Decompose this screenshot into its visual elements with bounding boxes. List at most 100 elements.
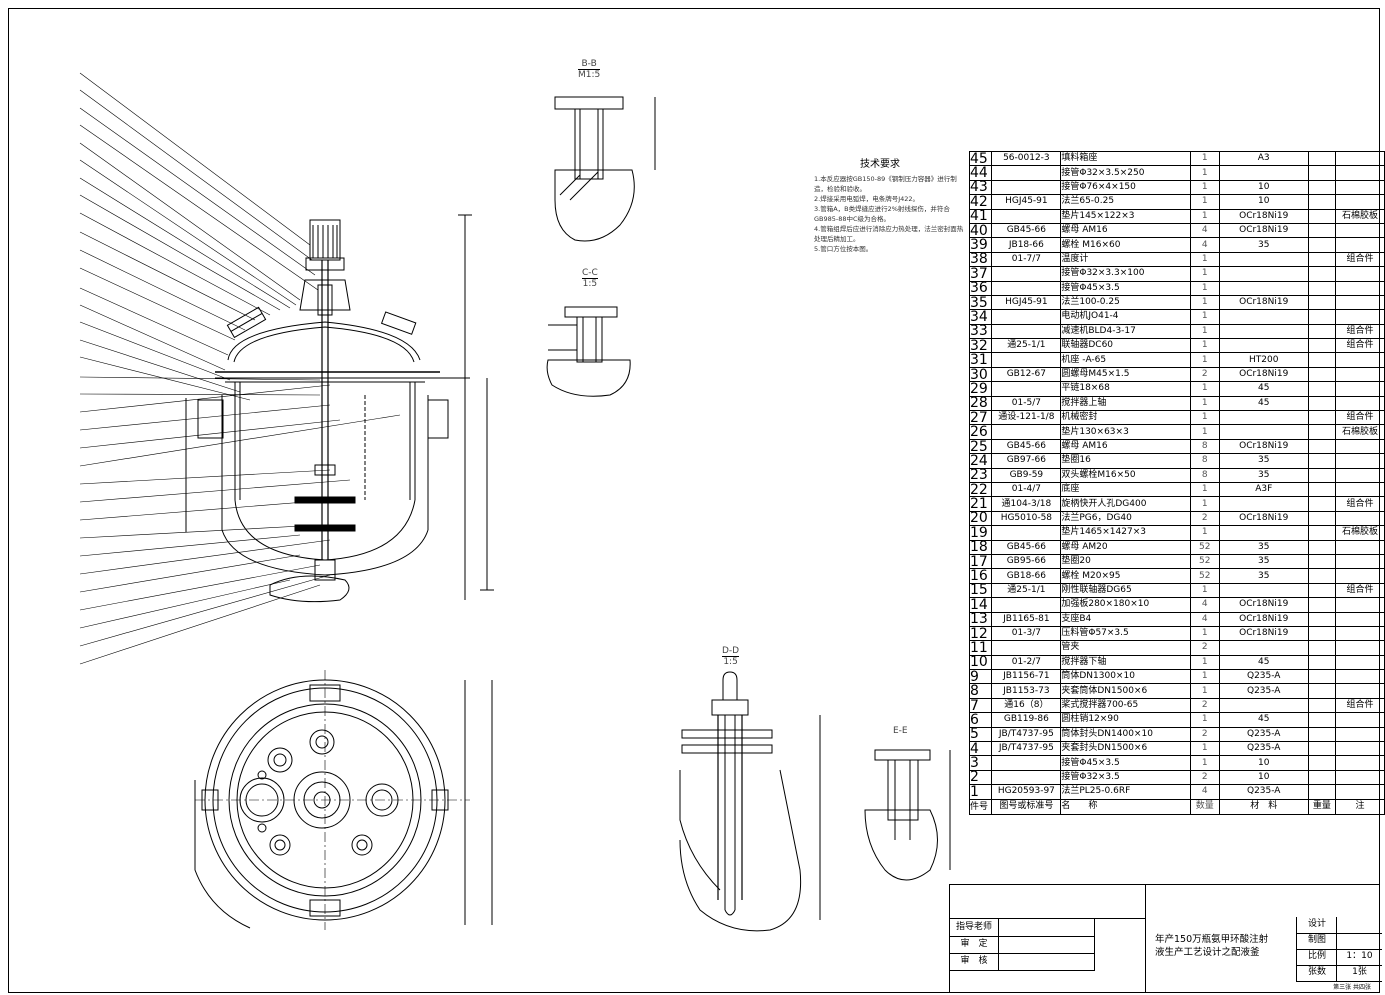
tech-item: 4.管箱组焊后应进行消除应力热处理，法兰密封面热处理后精加工。 bbox=[814, 225, 964, 243]
bom-cell-name: 垫圈20 bbox=[1060, 553, 1191, 570]
bom-cell-qty: 1 bbox=[1189, 150, 1220, 167]
bom-cell-rem bbox=[1335, 294, 1385, 311]
bom-cell-rem bbox=[1335, 597, 1385, 613]
bom-cell-mat: 35 bbox=[1218, 553, 1309, 570]
bom-cell-std: HGJ45-91 bbox=[991, 294, 1062, 311]
bom-cell-std: GB45-66 bbox=[991, 539, 1062, 555]
bom-cell-name: 搅拌器上轴 bbox=[1060, 395, 1191, 412]
tech-item: 5.管口方位按本图。 bbox=[814, 245, 873, 253]
bom-cell-qty: 1 bbox=[1189, 395, 1220, 412]
bom-cell-wt bbox=[1307, 784, 1337, 800]
review-label: 审 定 bbox=[950, 936, 999, 954]
bom-cell-qty: 1 bbox=[1189, 625, 1220, 642]
bom-cell-std: JB/T4737-95 bbox=[991, 726, 1062, 743]
bom-cell-wt bbox=[1307, 640, 1337, 656]
bom-cell-qty: 1 bbox=[1189, 165, 1220, 181]
section-cc bbox=[546, 306, 631, 397]
bom-cell-wt bbox=[1307, 438, 1337, 455]
bom-cell-mat bbox=[1218, 410, 1309, 426]
bom-cell-rem: 石棉胶板 bbox=[1335, 208, 1385, 224]
bom-cell-wt bbox=[1307, 539, 1337, 555]
bom-cell-mat bbox=[1218, 266, 1309, 282]
section-bb bbox=[554, 96, 656, 242]
bom-cell-no: 5 bbox=[968, 726, 993, 743]
bom-header-mat: 材 料 bbox=[1218, 798, 1309, 815]
bom-cell-rem bbox=[1335, 165, 1385, 181]
bom-cell-rem bbox=[1335, 194, 1385, 210]
bom-cell-wt bbox=[1307, 251, 1337, 268]
bom-cell-no: 22 bbox=[968, 481, 993, 498]
bom-cell-mat: Q235-A bbox=[1218, 669, 1309, 685]
bom-cell-mat: 35 bbox=[1218, 539, 1309, 555]
bom-cell-rem bbox=[1335, 266, 1385, 282]
check-label: 审 核 bbox=[950, 953, 999, 971]
vessel-plan-view bbox=[194, 670, 493, 930]
bom-cell-std: GB12-67 bbox=[991, 366, 1062, 383]
bom-cell-rem bbox=[1335, 568, 1385, 584]
bom-cell-mat: 35 bbox=[1218, 237, 1309, 253]
bom-cell-mat: OCr18Ni19 bbox=[1218, 438, 1309, 455]
bom-cell-name: 螺母 AM16 bbox=[1060, 222, 1191, 239]
bom-cell-std bbox=[991, 280, 1062, 296]
bom-cell-qty: 1 bbox=[1189, 741, 1220, 757]
bom-cell-wt bbox=[1307, 352, 1337, 368]
section-bb-label: B-B M1:5 bbox=[578, 59, 601, 80]
bom-cell-name: 填料箱座 bbox=[1060, 150, 1191, 167]
bom-cell-rem bbox=[1335, 625, 1385, 642]
bom-header-name: 名 称 bbox=[1060, 798, 1191, 815]
bom-cell-rem bbox=[1335, 510, 1385, 527]
bom-cell-no: 34 bbox=[968, 309, 993, 325]
bom-cell-qty: 1 bbox=[1189, 280, 1220, 296]
bom-cell-std bbox=[991, 755, 1062, 771]
bom-cell-mat bbox=[1218, 525, 1309, 541]
bom-cell-rem bbox=[1335, 453, 1385, 469]
bom-cell-mat: 10 bbox=[1218, 179, 1309, 196]
drawing-value bbox=[1336, 933, 1382, 950]
bom-cell-name: 圆螺母M45×1.5 bbox=[1060, 366, 1191, 383]
bom-cell-mat bbox=[1218, 697, 1309, 714]
bom-cell-qty: 1 bbox=[1189, 266, 1220, 282]
bom-cell-wt bbox=[1307, 165, 1337, 181]
bom-cell-std: 01-3/7 bbox=[991, 625, 1062, 642]
bom-cell-name: 接管Φ32×3.5×250 bbox=[1060, 165, 1191, 181]
bom-cell-no: 11 bbox=[968, 640, 993, 656]
bom-cell-mat bbox=[1218, 338, 1309, 354]
bom-cell-qty: 1 bbox=[1189, 481, 1220, 498]
bom-cell-mat: 10 bbox=[1218, 194, 1309, 210]
sheets-label: 张数 bbox=[1296, 965, 1337, 982]
bom-cell-no: 19 bbox=[968, 525, 993, 541]
bom-cell-mat: A3F bbox=[1218, 481, 1309, 498]
bom-cell-rem bbox=[1335, 654, 1385, 671]
bom-cell-rem bbox=[1335, 237, 1385, 253]
bom-cell-rem bbox=[1335, 381, 1385, 397]
bom-cell-std bbox=[991, 640, 1062, 656]
bom-cell-wt bbox=[1307, 410, 1337, 426]
bom-cell-std: 01-4/7 bbox=[991, 481, 1062, 498]
bom-cell-name: 支座B4 bbox=[1060, 611, 1191, 627]
bom-cell-no: 29 bbox=[968, 381, 993, 397]
section-ee-label: E-E bbox=[893, 726, 908, 736]
bom-cell-mat bbox=[1218, 251, 1309, 268]
bom-cell-std: 01-7/7 bbox=[991, 251, 1062, 268]
bom-cell-mat: 45 bbox=[1218, 381, 1309, 397]
bom-cell-rem bbox=[1335, 712, 1385, 728]
bom-cell-wt bbox=[1307, 338, 1337, 354]
drawing-label: 制图 bbox=[1296, 933, 1337, 950]
bom-cell-name: 压料管Φ57×3.5 bbox=[1060, 625, 1191, 642]
bom-cell-std: HG5010-58 bbox=[991, 510, 1062, 527]
